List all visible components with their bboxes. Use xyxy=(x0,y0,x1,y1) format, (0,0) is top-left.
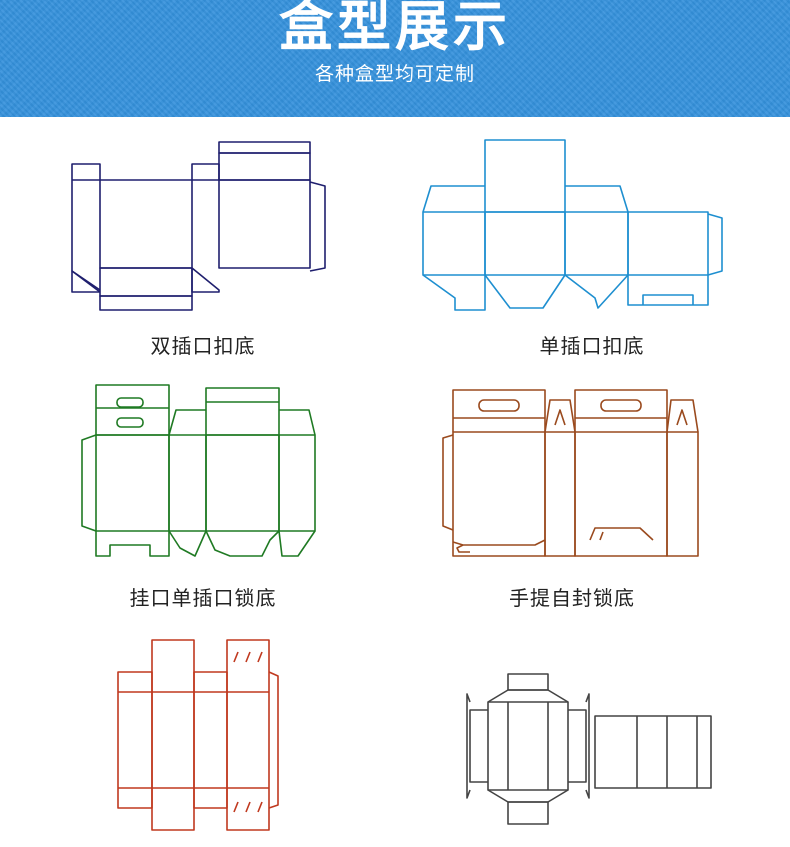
box-type-card-tray-and-lid xyxy=(395,630,790,847)
single-tuck-box-dieline-icon xyxy=(422,139,723,311)
box-type-card-hanger-lock-bottom: 挂口单插口锁底 xyxy=(0,380,395,620)
header-banner: 盒型展示 各种盒型均可定制 xyxy=(0,0,790,117)
sleeve-box-dieline-icon xyxy=(117,639,279,831)
box-type-label: 手提自封锁底 xyxy=(509,586,635,610)
hanger-lock-bottom-box-dieline-icon xyxy=(81,384,316,557)
box-type-label: 单插口扣底 xyxy=(539,334,645,358)
box-type-card-handle-lock-bottom: 手提自封锁底 xyxy=(395,380,790,620)
box-type-card-sleeve xyxy=(0,630,395,847)
double-tuck-box-dieline-icon xyxy=(71,141,326,311)
page-title: 盒型展示 xyxy=(279,0,511,58)
box-type-card-double-tuck: 双插口扣底 xyxy=(0,130,395,370)
box-type-label: 双插口扣底 xyxy=(150,334,256,358)
handle-lock-bottom-box-dieline-icon xyxy=(442,389,699,557)
page-subtitle: 各种盒型均可定制 xyxy=(314,63,475,85)
box-type-label: 挂口单插口锁底 xyxy=(129,586,277,610)
box-type-card-single-tuck: 单插口扣底 xyxy=(395,130,790,370)
tray-and-lid-box-dieline-icon xyxy=(466,673,712,825)
